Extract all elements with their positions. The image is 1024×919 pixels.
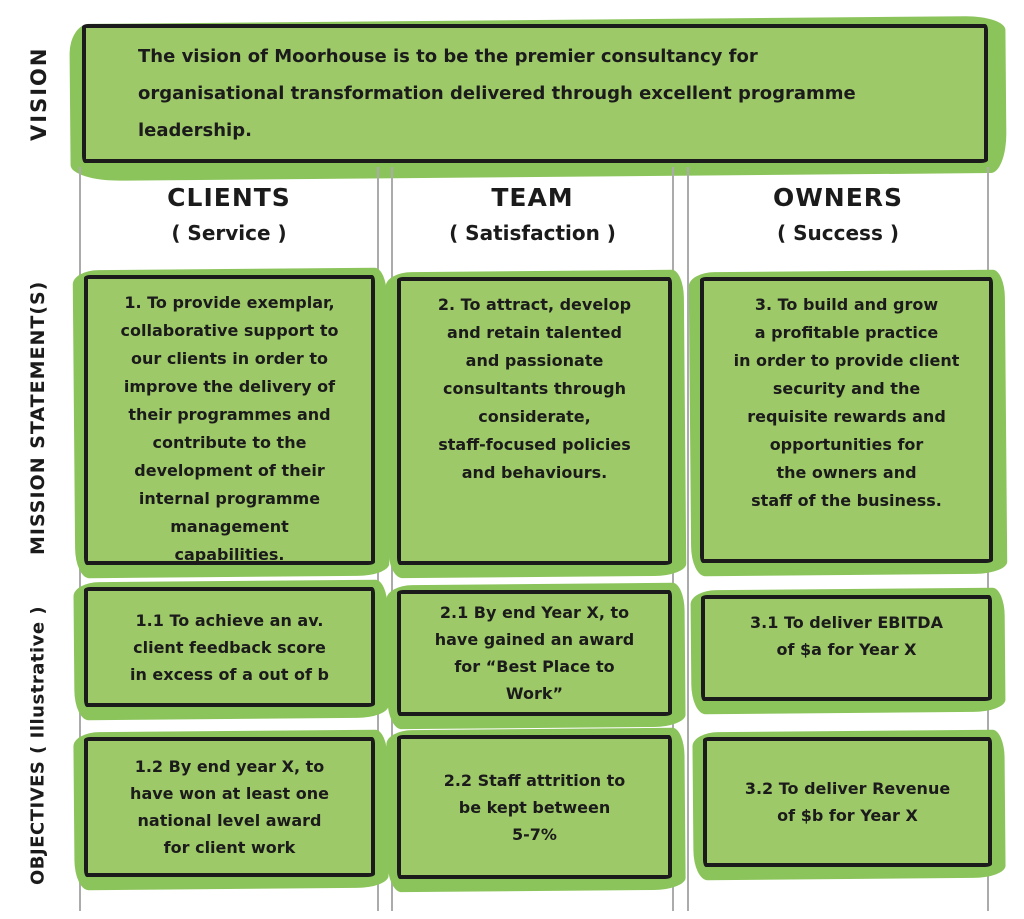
column-owners: OWNERS ( Success ) 3. To build and grow …	[687, 167, 1008, 911]
mission-text-2: 2. To attract, develop and retain talent…	[397, 277, 672, 565]
objective-box-1-1: 1.1 To achieve an av. client feedback sc…	[73, 579, 389, 721]
vision-box: The vision of Moorhouse is to be the pre…	[69, 15, 1007, 182]
objective-text-3-2: 3.2 To deliver Revenue of $b for Year X	[703, 737, 992, 867]
column-subtitle: ( Service )	[171, 221, 287, 245]
mission-box-1: 1. To provide exemplar, collaborative su…	[72, 267, 390, 579]
column-team: TEAM ( Satisfaction ) 2. To attract, dev…	[385, 167, 687, 911]
column-header-team: TEAM ( Satisfaction )	[393, 183, 672, 245]
mission-box-3: 3. To build and grow a profitable practi…	[688, 269, 1008, 577]
row-label-vision: VISION	[27, 46, 51, 142]
mission-text-3: 3. To build and grow a profitable practi…	[700, 277, 993, 563]
objective-text-2-2: 2.2 Staff attrition to be kept between 5…	[397, 735, 672, 879]
row-label-objectives: OBJECTIVES ( Illustrative )	[27, 605, 49, 885]
objective-text-1-2: 1.2 By end year X, to have won at least …	[84, 737, 375, 877]
mission-box-2: 2. To attract, develop and retain talent…	[385, 269, 687, 579]
column-title: OWNERS	[772, 183, 904, 212]
column-header-owners: OWNERS ( Success )	[689, 183, 987, 245]
mission-text-1: 1. To provide exemplar, collaborative su…	[84, 275, 375, 565]
objective-box-3-2: 3.2 To deliver Revenue of $b for Year X	[692, 729, 1006, 881]
objective-text-2-1: 2.1 By end Year X, to have gained an awa…	[397, 590, 672, 716]
objective-box-2-1: 2.1 By end Year X, to have gained an awa…	[386, 582, 686, 730]
column-clients: CLIENTS ( Service ) 1. To provide exempl…	[72, 167, 390, 911]
column-subtitle: ( Success )	[777, 221, 899, 245]
column-header-clients: CLIENTS ( Service )	[81, 183, 377, 245]
column-title: CLIENTS	[167, 183, 291, 212]
vision-text: The vision of Moorhouse is to be the pre…	[82, 24, 988, 163]
objective-box-2-2: 2.2 Staff attrition to be kept between 5…	[386, 727, 686, 893]
column-subtitle: ( Satisfaction )	[449, 221, 616, 245]
objective-text-1-1: 1.1 To achieve an av. client feedback sc…	[84, 587, 375, 707]
objective-text-3-1: 3.1 To deliver EBITDA of $a for Year X	[701, 595, 992, 701]
column-title: TEAM	[491, 183, 574, 212]
objective-box-3-1: 3.1 To deliver EBITDA of $a for Year X	[690, 587, 1006, 715]
objective-box-1-2: 1.2 By end year X, to have won at least …	[73, 729, 389, 891]
row-label-mission-statements: MISSION STATEMENT(S)	[27, 280, 49, 556]
